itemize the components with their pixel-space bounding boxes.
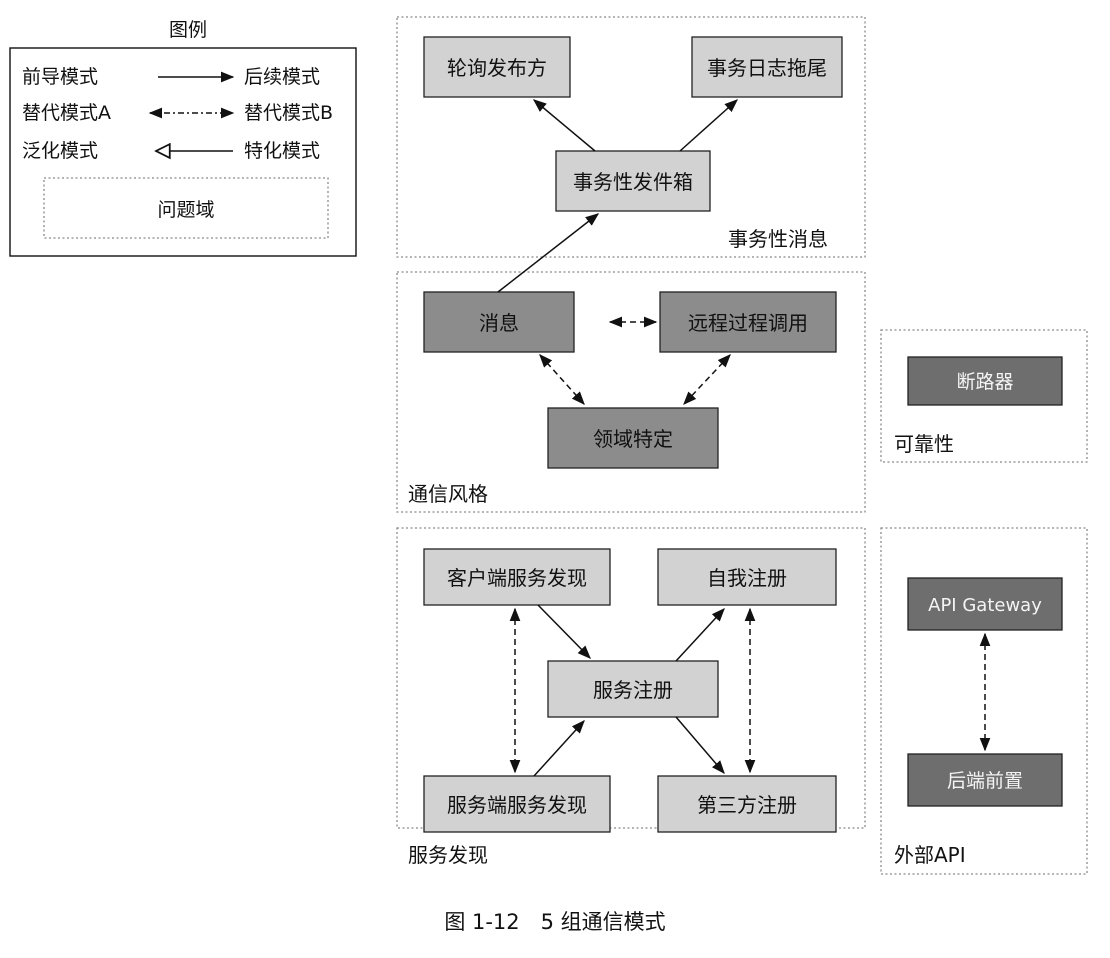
pattern-rpc bbox=[659, 291, 837, 353]
arrow-outbox-to-tailing bbox=[679, 99, 739, 152]
arrow-messaging-domain-alternatives bbox=[539, 353, 585, 406]
pattern-label: 服务注册 bbox=[593, 678, 673, 702]
domain-service-discovery: 客户端服务发现 自我注册 服务注册 服务端服务发现 第三方注册 服务发现 bbox=[396, 527, 866, 867]
legend-successor: 后续模式 bbox=[244, 66, 320, 88]
legend-domain-sample bbox=[43, 177, 329, 239]
legend-predecessor: 前导模式 bbox=[22, 66, 98, 88]
pattern-label: 第三方注册 bbox=[697, 793, 797, 817]
pattern-label: 事务性发件箱 bbox=[573, 170, 693, 194]
legend-domain-label: 问题域 bbox=[157, 199, 214, 221]
pattern-label: 断路器 bbox=[956, 371, 1013, 393]
domain-frame bbox=[396, 271, 866, 513]
pattern-api-gateway bbox=[907, 577, 1063, 631]
pattern-polling-publisher bbox=[423, 36, 571, 98]
arrow-server-to-registry bbox=[533, 720, 585, 777]
pattern-label: 轮询发布方 bbox=[447, 56, 547, 80]
pattern-transactional-outbox bbox=[555, 150, 711, 212]
pattern-transaction-log-tailing bbox=[691, 36, 843, 98]
legend-generalization: 泛化模式 bbox=[22, 140, 98, 162]
domain-label: 可靠性 bbox=[894, 432, 954, 456]
pattern-domain-specific bbox=[547, 407, 719, 469]
domain-transactional-messaging: 轮询发布方 事务日志拖尾 事务性发件箱 事务性消息 bbox=[396, 16, 866, 258]
pattern-client-side-discovery bbox=[423, 548, 611, 606]
pattern-label: 远程过程调用 bbox=[688, 311, 808, 335]
legend-title: 图例 bbox=[169, 19, 207, 41]
pattern-label: 后端前置 bbox=[947, 770, 1023, 792]
domain-label: 通信风格 bbox=[408, 482, 488, 506]
pattern-label: 事务日志拖尾 bbox=[707, 56, 827, 80]
pattern-circuit-breaker bbox=[907, 356, 1063, 406]
pattern-server-side-discovery bbox=[423, 775, 611, 833]
domain-frame bbox=[396, 16, 866, 258]
arrow-registry-to-third-party bbox=[675, 716, 725, 775]
pattern-label: API Gateway bbox=[928, 595, 1042, 616]
domain-label: 服务发现 bbox=[408, 843, 488, 867]
pattern-service-registry bbox=[547, 660, 719, 718]
domain-label: 外部API bbox=[894, 843, 966, 867]
domain-frame bbox=[880, 527, 1088, 875]
arrow-registry-to-self-registration bbox=[675, 608, 725, 662]
pattern-label: 自我注册 bbox=[707, 566, 787, 590]
domain-frame bbox=[880, 329, 1088, 463]
pattern-label: 领域特定 bbox=[593, 427, 673, 451]
pattern-label: 客户端服务发现 bbox=[447, 566, 587, 590]
legend-alternative-b: 替代模式B bbox=[244, 102, 333, 124]
arrow-client-to-registry bbox=[537, 604, 591, 659]
pattern-backends-for-frontends bbox=[907, 753, 1063, 807]
pattern-label: 消息 bbox=[479, 311, 519, 335]
arrow-messaging-to-outbox bbox=[497, 213, 600, 293]
legend-alternative-a: 替代模式A bbox=[22, 102, 111, 124]
arrow-outbox-to-polling bbox=[532, 99, 596, 152]
arrow-rpc-domain-alternatives bbox=[683, 354, 731, 405]
domain-label: 事务性消息 bbox=[728, 227, 828, 251]
domain-communication-style: 消息 远程过程调用 领域特定 通信风格 bbox=[396, 271, 866, 513]
legend-frame bbox=[9, 47, 357, 257]
legend: 图例 前导模式 后续模式 替代模式A 替代模式B 泛化模式 特化模式 问题域 bbox=[9, 19, 357, 257]
domain-frame bbox=[396, 527, 866, 829]
pattern-label: 服务端服务发现 bbox=[447, 793, 587, 817]
figure-caption: 图 1-12 5 组通信模式 bbox=[444, 910, 665, 934]
domain-reliability: 断路器 可靠性 bbox=[880, 329, 1088, 463]
legend-specialization: 特化模式 bbox=[244, 140, 320, 162]
pattern-self-registration bbox=[657, 548, 837, 606]
domain-external-api: API Gateway 后端前置 外部API bbox=[880, 527, 1088, 875]
pattern-third-party-registration bbox=[657, 775, 837, 833]
